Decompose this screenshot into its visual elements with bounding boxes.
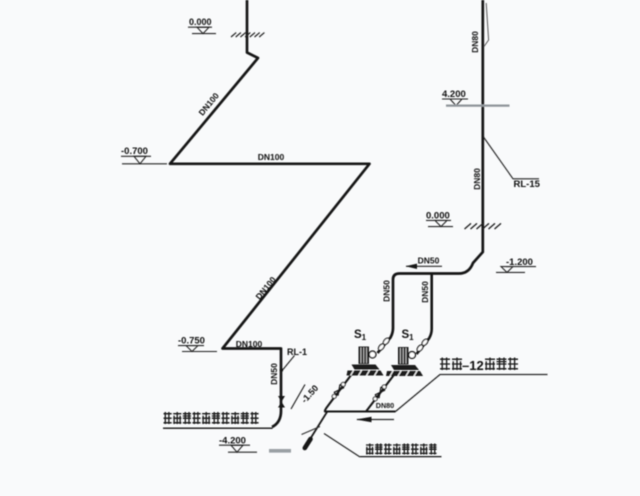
svg-text:DN50: DN50 — [382, 280, 392, 302]
svg-text:-1.200: -1.200 — [506, 257, 533, 268]
svg-text:0.000: 0.000 — [189, 17, 212, 27]
svg-text:DN80: DN80 — [472, 168, 482, 190]
svg-text:-0.750: -0.750 — [178, 336, 205, 347]
svg-text:-0.700: -0.700 — [121, 146, 148, 157]
svg-text:RL-15: RL-15 — [514, 179, 541, 190]
svg-text:DN100: DN100 — [236, 339, 263, 349]
svg-text:DN100: DN100 — [258, 152, 285, 162]
svg-text:RL-1: RL-1 — [287, 347, 307, 357]
svg-text:S1: S1 — [354, 329, 367, 342]
svg-text:S1: S1 — [402, 329, 415, 342]
svg-text:4.200: 4.200 — [442, 89, 466, 100]
svg-text:-4.200: -4.200 — [219, 436, 246, 447]
svg-text:DN50: DN50 — [269, 363, 279, 385]
svg-text:DN50: DN50 — [418, 256, 440, 266]
svg-text:0.000: 0.000 — [426, 211, 450, 222]
svg-text:DN80: DN80 — [470, 31, 480, 53]
svg-text:–12: –12 — [462, 358, 484, 373]
svg-text:DN50: DN50 — [420, 281, 430, 303]
svg-text:DN80: DN80 — [376, 401, 394, 410]
